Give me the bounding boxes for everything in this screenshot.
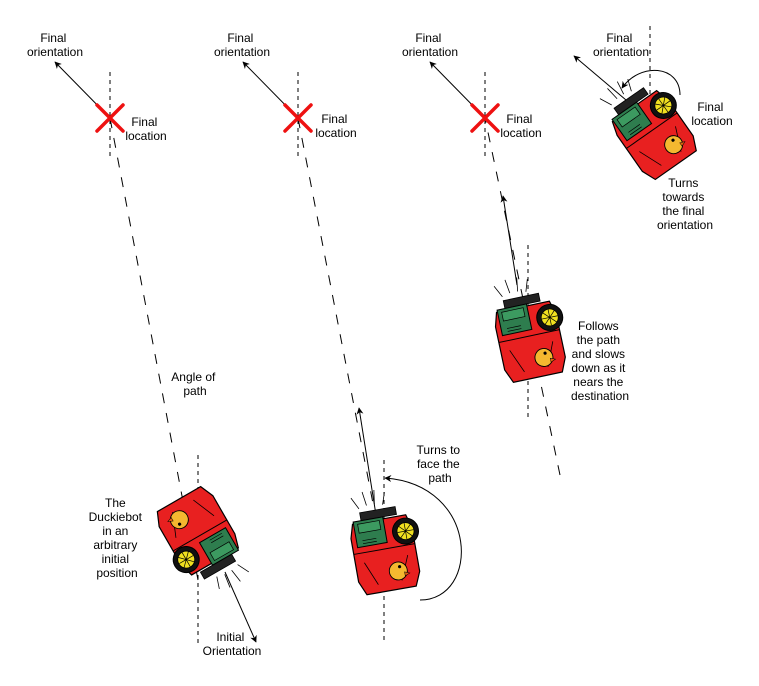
angle-of-path-label: Angle of path (171, 370, 218, 398)
label-line: destination (571, 389, 629, 403)
final-orientation-label: Final orientation (214, 31, 270, 59)
label-line: The (105, 496, 126, 510)
duckiebot-icon (485, 269, 575, 385)
final-orientation-label: Final orientation (402, 31, 458, 59)
final-orientation-label: Final orientation (27, 31, 83, 59)
label-line: down as it (571, 361, 626, 375)
label-line: Final (506, 112, 532, 126)
path-line (297, 117, 385, 561)
label-line: Duckiebot (89, 510, 143, 524)
label-line: towards (662, 190, 704, 204)
turn-arrow (621, 69, 681, 96)
label-line: location (500, 126, 541, 140)
final-location-cross (95, 103, 125, 133)
label-line: orientation (657, 218, 713, 232)
final-orientation-arrow (573, 55, 627, 101)
label-line: Initial (216, 630, 244, 644)
label-line: Orientation (203, 644, 262, 658)
turn-arrow (384, 474, 462, 601)
label-line: location (125, 129, 166, 143)
robot-caption: Follows the path and slows down as it ne… (571, 319, 629, 403)
panel-4: Final orientation Final location Turns t… (573, 26, 733, 232)
label-line: the final (662, 204, 704, 218)
final-orientation-label: Final orientation (593, 31, 649, 59)
heading-arrow (356, 407, 377, 516)
label-line: the path (577, 333, 620, 347)
label-line: Final (40, 31, 66, 45)
robot-caption: Turns to face the path (417, 443, 464, 485)
label-line: orientation (27, 45, 83, 59)
label-line: Final (697, 100, 723, 114)
initial-orientation-arrow (224, 571, 257, 643)
final-location-cross (283, 103, 313, 133)
label-line: orientation (214, 45, 270, 59)
label-line: Angle of (171, 370, 216, 384)
label-line: in an (102, 524, 128, 538)
duckiebot-icon (146, 482, 258, 607)
duckiebot-icon (591, 59, 707, 184)
label-line: Final (131, 115, 157, 129)
label-line: face the (417, 457, 460, 471)
label-line: location (691, 114, 732, 128)
label-line: initial (102, 552, 129, 566)
label-line: Turns (668, 176, 698, 190)
panel-2: Final orientation Final location Turns t… (214, 31, 464, 640)
label-line: and slows (572, 347, 625, 361)
label-line: Final (606, 31, 632, 45)
panel-3: Final orientation Final location Follows… (402, 31, 629, 476)
label-line: Final (415, 31, 441, 45)
robot-caption: Turns towards the final orientation (657, 176, 713, 232)
duckiebot-icon (342, 482, 429, 597)
label-line: location (315, 126, 356, 140)
robot-caption: The Duckiebot in an arbitrary initial po… (89, 496, 146, 580)
label-line: Follows (578, 319, 619, 333)
label-line: position (96, 566, 137, 580)
label-line: orientation (593, 45, 649, 59)
label-line: nears the (573, 375, 623, 389)
label-line: orientation (402, 45, 458, 59)
label-line: path (428, 471, 451, 485)
final-location-label: Final location (691, 100, 732, 128)
final-location-label: Final location (125, 115, 166, 143)
initial-orientation-label: Initial Orientation (203, 630, 262, 658)
label-line: Turns to (417, 443, 461, 457)
final-location-label: Final location (500, 112, 541, 140)
heading-arrow (500, 195, 518, 286)
panel-1: Final orientation Final location Angle o… (27, 31, 261, 658)
final-location-cross (470, 103, 500, 133)
label-line: Final (321, 112, 347, 126)
label-line: path (183, 384, 206, 398)
label-line: arbitrary (93, 538, 137, 552)
label-line: Final (227, 31, 253, 45)
final-location-label: Final location (315, 112, 356, 140)
